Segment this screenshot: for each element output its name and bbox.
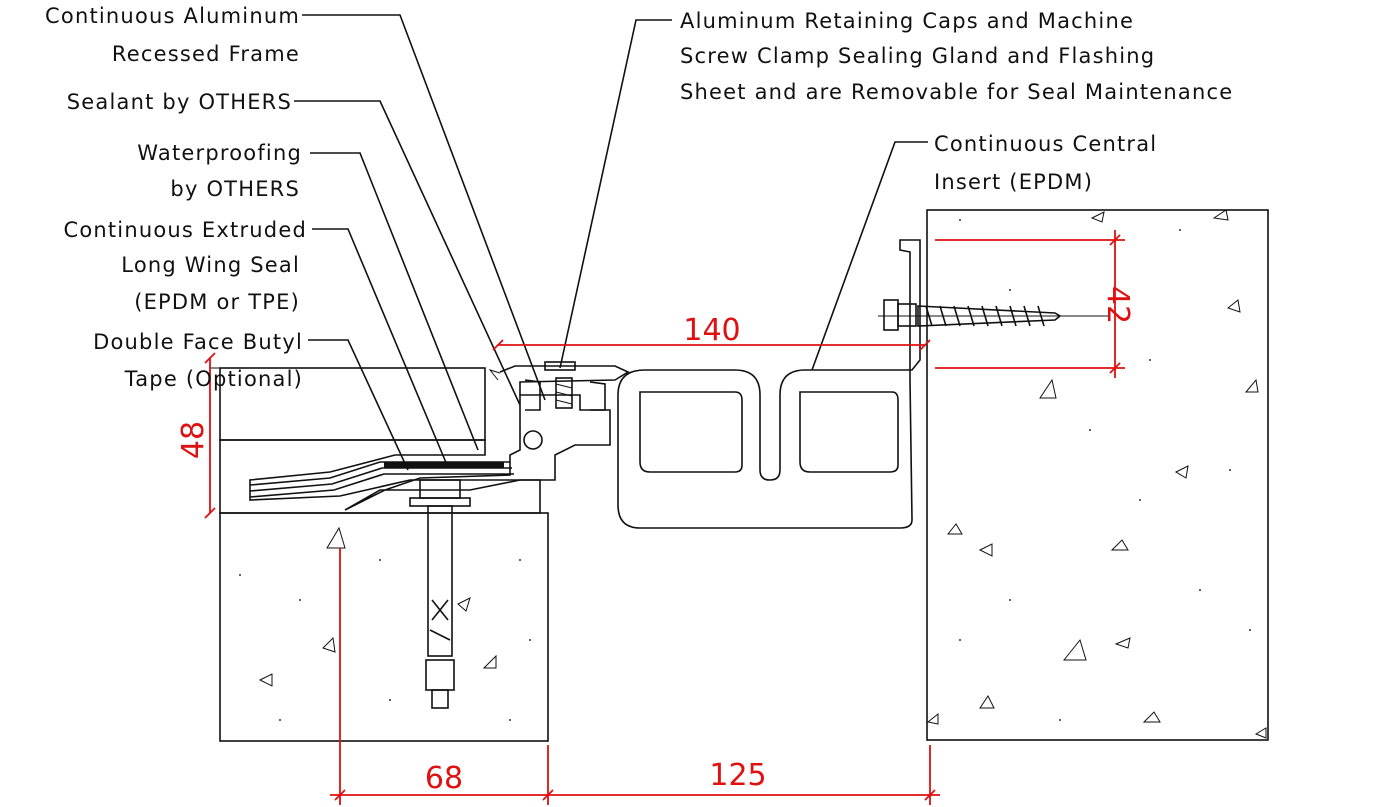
- label-wing-line2: Long Wing Seal: [121, 253, 300, 277]
- dimension-125: 125: [709, 758, 766, 793]
- anchor-bolt: [409, 479, 471, 709]
- label-caps-line1: Aluminum Retaining Caps and Machine: [680, 9, 1134, 33]
- dimension-48: 48: [176, 421, 211, 459]
- label-sealant: Sealant by OTHERS: [67, 90, 292, 114]
- left-concrete-slab: [219, 512, 549, 742]
- label-wing-line3: (EPDM or TPE): [134, 290, 300, 314]
- dimension-42: 42: [1100, 286, 1135, 324]
- leader-lines: [294, 14, 928, 471]
- central-insert: [617, 239, 921, 529]
- label-waterproofing-line1: Waterproofing: [137, 141, 302, 165]
- label-frame-line1: Continuous Aluminum: [45, 4, 300, 28]
- dimension-lines: [204, 230, 1125, 805]
- callout-labels: Continuous Aluminum Recessed Frame Seala…: [45, 4, 1233, 391]
- aluminum-frame: [344, 361, 630, 511]
- label-caps-line3: Sheet and are Removable for Seal Mainten…: [680, 80, 1233, 104]
- label-caps-line2: Screw Clamp Sealing Gland and Flashing: [680, 44, 1155, 68]
- label-insert-line1: Continuous Central: [934, 132, 1157, 156]
- label-wing-line1: Continuous Extruded: [63, 218, 307, 242]
- nosing-blockout: [210, 367, 541, 514]
- dimension-140: 140: [683, 313, 740, 348]
- label-insert-line2: Insert (EPDM): [934, 170, 1093, 194]
- label-waterproofing-line2: by OTHERS: [170, 177, 300, 201]
- label-butyl-line2: Tape (Optional): [124, 367, 303, 391]
- label-butyl-line1: Double Face Butyl: [93, 330, 303, 354]
- dimension-values: 140 48 42 68 125: [176, 286, 1135, 796]
- dimension-68: 68: [425, 761, 463, 796]
- label-frame-line2: Recessed Frame: [112, 42, 300, 66]
- side-screw: [878, 299, 1110, 331]
- right-concrete-slab: [926, 209, 1269, 741]
